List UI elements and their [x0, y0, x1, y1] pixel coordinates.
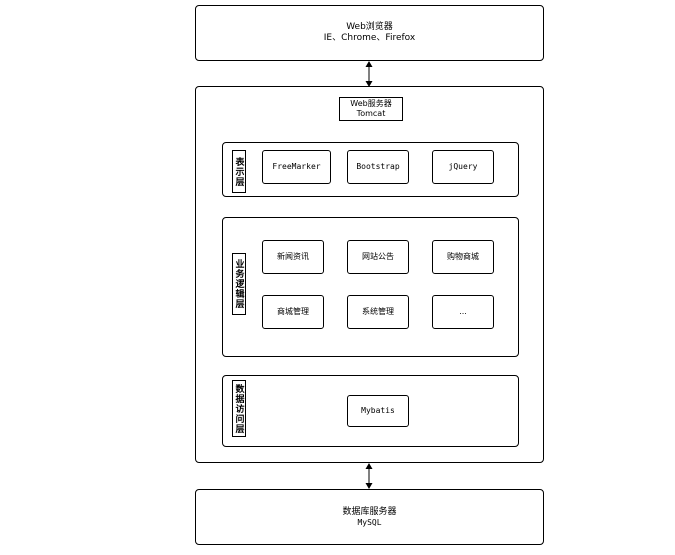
db-server-node: 数据库服务器 MySQL [195, 489, 544, 545]
jquery-box: jQuery [432, 150, 494, 184]
business-layer [222, 217, 519, 357]
data-access-layer-label: 数据访问层 [232, 380, 246, 437]
shop-admin-box: 商城管理 [262, 295, 324, 329]
notice-box: 网站公告 [347, 240, 409, 274]
server-db-arrow [365, 463, 373, 489]
web-server-title: Web服务器 [350, 99, 392, 108]
web-server-label: Web服务器 Tomcat [339, 97, 403, 121]
more-box: ... [432, 295, 494, 329]
system-admin-box: 系统管理 [347, 295, 409, 329]
browser-server-arrow [365, 61, 373, 87]
browser-node: Web浏览器 IE、Chrome、Firefox [195, 5, 544, 61]
news-box: 新闻资讯 [262, 240, 324, 274]
business-layer-label: 业务逻辑层 [232, 253, 246, 315]
browser-subtitle: IE、Chrome、Firefox [323, 33, 416, 43]
db-server-subtitle: MySQL [357, 517, 382, 527]
mybatis-box: Mybatis [347, 395, 409, 427]
freemarker-box: FreeMarker [262, 150, 331, 184]
db-server-title: 数据库服务器 [342, 506, 397, 517]
shop-box: 购物商城 [432, 240, 494, 274]
presentation-layer-label: 表示层 [232, 150, 246, 193]
bootstrap-box: Bootstrap [347, 150, 409, 184]
web-server-subtitle: Tomcat [356, 109, 386, 118]
browser-title: Web浏览器 [346, 22, 393, 32]
